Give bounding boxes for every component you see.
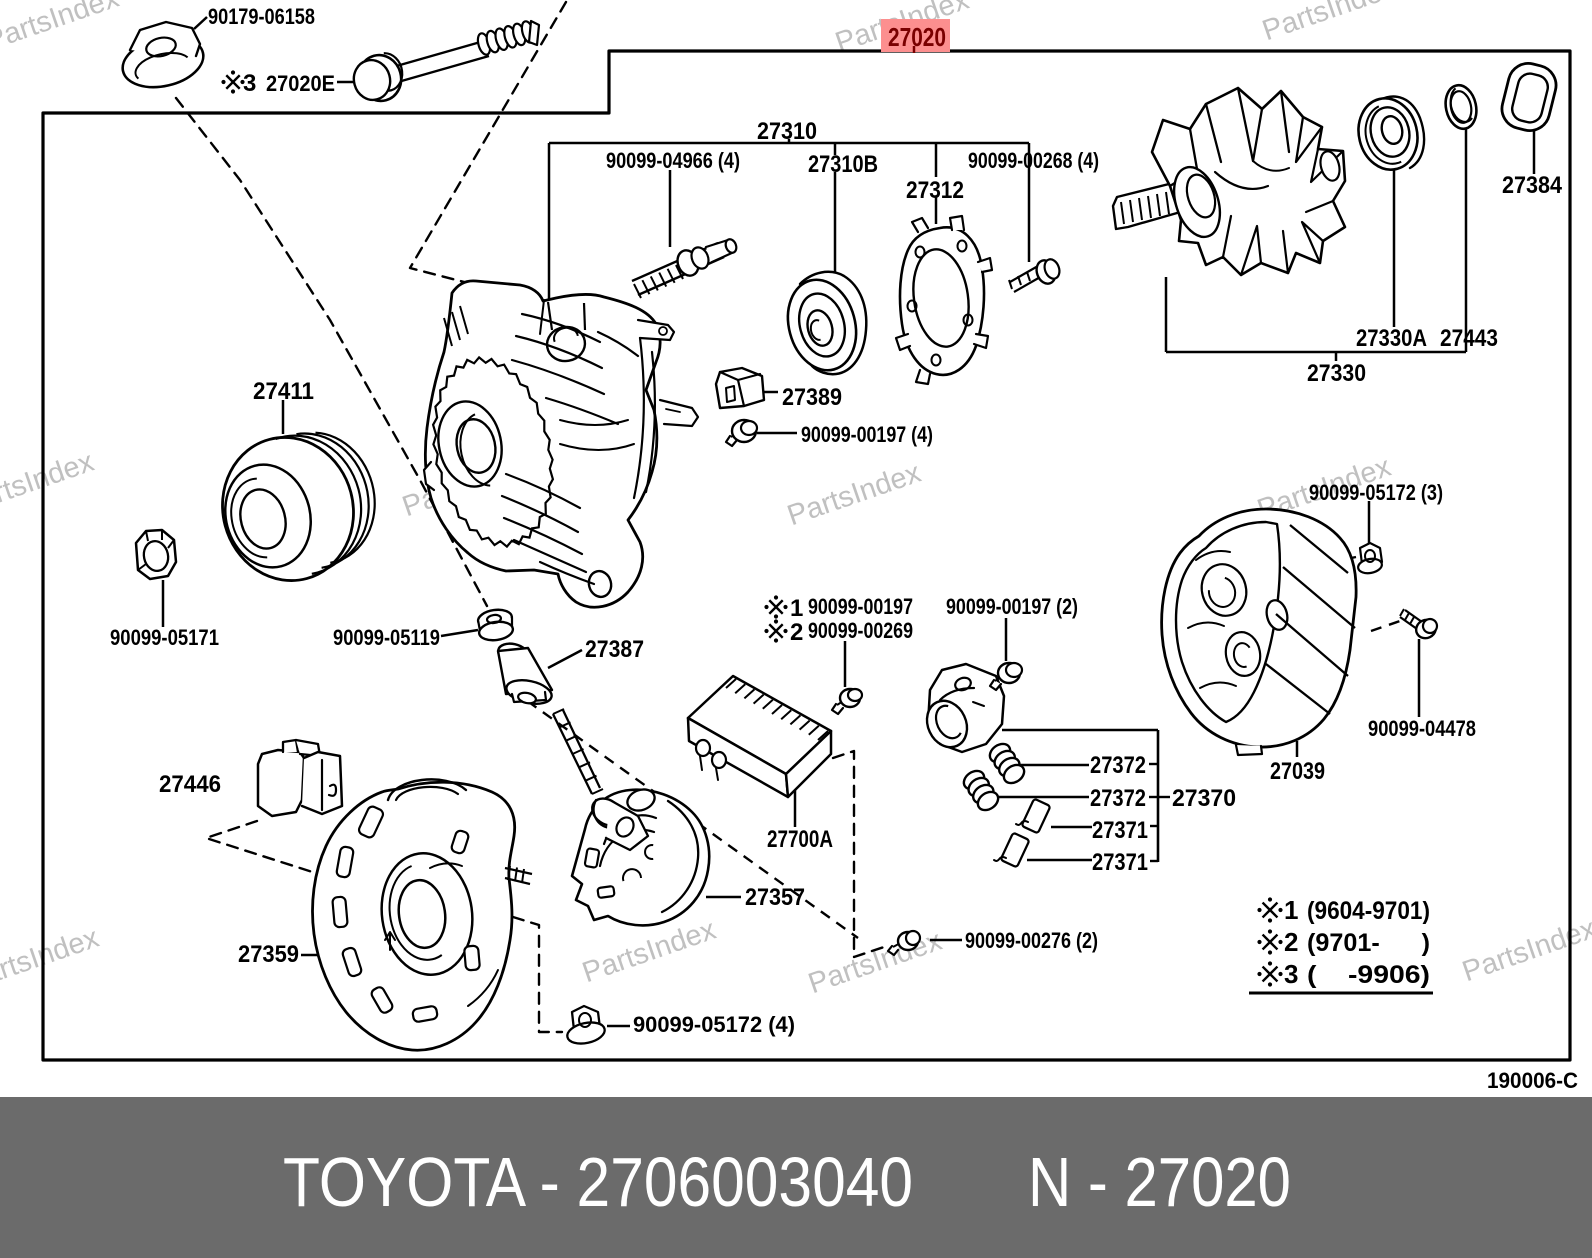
- svg-text:90099-00276 (2): 90099-00276 (2): [965, 928, 1098, 953]
- svg-text:90099-00197: 90099-00197: [808, 594, 913, 619]
- svg-text:27372: 27372: [1090, 752, 1146, 779]
- svg-text:27384: 27384: [1502, 172, 1563, 199]
- svg-text:27312: 27312: [906, 177, 964, 204]
- svg-text:90099-04966 (4): 90099-04966 (4): [606, 148, 740, 173]
- svg-text:27446: 27446: [159, 771, 221, 798]
- svg-text:90099-05119: 90099-05119: [333, 625, 440, 650]
- svg-text:27371: 27371: [1092, 849, 1148, 876]
- svg-text:90179-06158: 90179-06158: [208, 4, 315, 29]
- svg-text:27359: 27359: [238, 941, 299, 968]
- svg-text:27310B: 27310B: [808, 151, 878, 178]
- svg-text:27370: 27370: [1172, 785, 1236, 812]
- svg-text:27310: 27310: [757, 118, 817, 145]
- svg-text:90099-00268 (4): 90099-00268 (4): [968, 148, 1099, 173]
- svg-text:90099-05172 (4): 90099-05172 (4): [633, 1012, 795, 1037]
- svg-text:27020E: 27020E: [266, 71, 335, 96]
- svg-text:1: 1: [1284, 895, 1298, 925]
- svg-text:90099-05172 (3): 90099-05172 (3): [1309, 480, 1443, 505]
- svg-text:1: 1: [790, 595, 803, 622]
- svg-text:N - 27020: N - 27020: [1028, 1143, 1291, 1221]
- svg-text:3: 3: [1284, 959, 1298, 989]
- svg-text:( -9906): ( -9906): [1307, 961, 1430, 989]
- svg-text:27387: 27387: [585, 636, 644, 663]
- svg-text:27357: 27357: [745, 884, 805, 911]
- svg-text:2: 2: [790, 619, 803, 646]
- svg-text:27330A: 27330A: [1356, 325, 1427, 352]
- svg-text:27411: 27411: [253, 378, 314, 405]
- svg-text:90099-04478: 90099-04478: [1368, 716, 1476, 741]
- svg-text:27700A: 27700A: [767, 826, 833, 853]
- svg-text:(9604-9701): (9604-9701): [1307, 897, 1430, 925]
- svg-text:2: 2: [1284, 927, 1298, 957]
- svg-text:27389: 27389: [782, 384, 842, 411]
- svg-text:27371: 27371: [1092, 817, 1148, 844]
- svg-text:90099-00197 (4): 90099-00197 (4): [801, 422, 933, 447]
- svg-text:27443: 27443: [1440, 325, 1498, 352]
- svg-text:190006-C: 190006-C: [1487, 1068, 1578, 1093]
- svg-text:27372: 27372: [1090, 785, 1146, 812]
- svg-text:27039: 27039: [1270, 758, 1325, 785]
- svg-text:90099-00269: 90099-00269: [808, 618, 913, 643]
- svg-text:(9701- ): (9701- ): [1307, 929, 1430, 957]
- svg-text:90099-05171: 90099-05171: [110, 625, 219, 650]
- svg-text:27330: 27330: [1307, 360, 1366, 387]
- svg-text:TOYOTA - 2706003040: TOYOTA - 2706003040: [283, 1143, 913, 1221]
- svg-text:3: 3: [243, 70, 256, 97]
- svg-text:27020: 27020: [888, 22, 946, 52]
- svg-text:90099-00197 (2): 90099-00197 (2): [946, 594, 1078, 619]
